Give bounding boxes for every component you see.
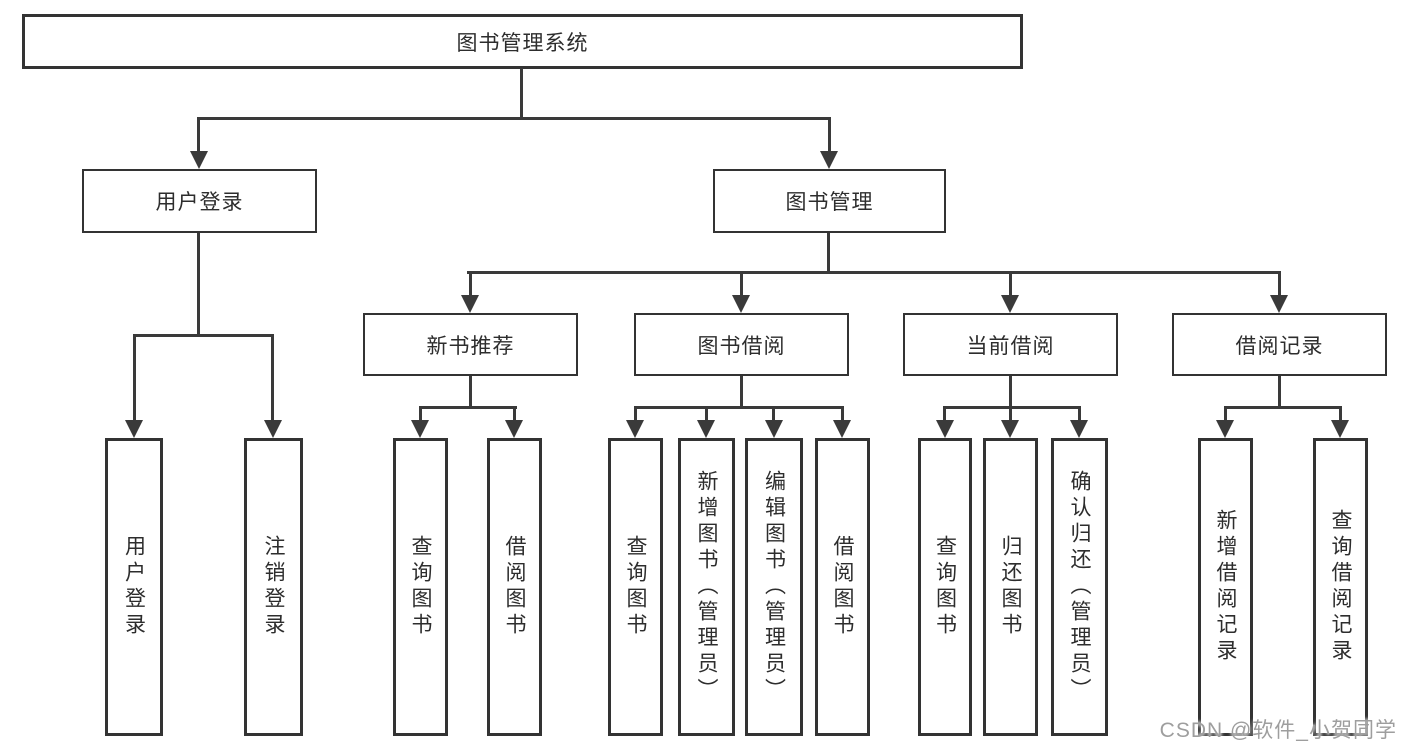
connector-s3-stem: [1009, 376, 1012, 408]
connector-s4-rail: [1224, 406, 1342, 409]
connector-section3-drop: [1009, 271, 1012, 298]
connector-s1-leaf2-drop: [513, 406, 516, 423]
leaf-label: 归还图书: [999, 535, 1022, 639]
arrow-down-icon: [765, 420, 783, 438]
node-label: 图书借阅: [697, 334, 786, 358]
connector-books-drop: [828, 117, 831, 154]
leaf-label: 查询图书: [409, 535, 432, 639]
connector-s3-leaf1-drop: [943, 406, 946, 423]
connector-s2-rail: [634, 406, 844, 409]
leaf-label: 借阅图书: [503, 535, 526, 639]
arrow-down-icon: [732, 295, 750, 313]
arrow-down-icon: [411, 420, 429, 438]
arrow-down-icon: [936, 420, 954, 438]
node-label: 新书推荐: [426, 334, 515, 358]
connector-root-stem: [520, 68, 523, 118]
connector-s4-leaf2-drop: [1339, 406, 1342, 423]
connector-s2-leaf4-drop: [841, 406, 844, 423]
arrow-down-icon: [1070, 420, 1088, 438]
connector-books-stem: [827, 233, 830, 274]
leaf-label: 借阅图书: [831, 535, 854, 639]
arrow-down-icon: [1216, 420, 1234, 438]
leaf-label: 用户登录: [122, 535, 146, 639]
arrow-down-icon: [697, 420, 715, 438]
leaf-label: 注销登录: [262, 535, 285, 639]
node-book-management: 图书管理: [713, 169, 946, 233]
leaf-label: 新增借阅记录: [1214, 509, 1237, 665]
leaf-query-books: 查询图书: [608, 438, 663, 736]
node-book-borrow: 图书借阅: [634, 313, 849, 376]
arrow-down-icon: [820, 151, 838, 169]
connector-s2-leaf3-drop: [772, 406, 775, 423]
connector-login-leaf2-drop: [271, 334, 274, 421]
arrow-down-icon: [833, 420, 851, 438]
connector-s1-rail: [419, 406, 517, 409]
arrow-down-icon: [1001, 295, 1019, 313]
arrow-down-icon: [626, 420, 644, 438]
connector-login-drop: [197, 117, 200, 154]
connector-s4-leaf1-drop: [1224, 406, 1227, 423]
leaf-query-borrow-record: 查询借阅记录: [1313, 438, 1368, 736]
node-label: 当前借阅: [966, 334, 1055, 358]
node-label: 借阅记录: [1235, 334, 1324, 358]
leaf-borrow-books: 借阅图书: [487, 438, 542, 736]
leaf-add-books-admin: 新增图书（管理员）: [678, 438, 735, 736]
connector-section2-drop: [740, 271, 743, 298]
connector-s3-leaf3-drop: [1078, 406, 1081, 423]
leaf-confirm-return-admin: 确认归还（管理员）: [1051, 438, 1108, 736]
connector-root-rail: [197, 117, 831, 120]
connector-login-stem: [197, 233, 200, 336]
connector-login-rail: [133, 334, 274, 337]
connector-s4-stem: [1278, 376, 1281, 408]
arrow-down-icon: [505, 420, 523, 438]
arrow-down-icon: [1270, 295, 1288, 313]
node-borrow-records: 借阅记录: [1172, 313, 1387, 376]
leaf-edit-books-admin: 编辑图书（管理员）: [745, 438, 803, 736]
node-label: 用户登录: [155, 191, 244, 214]
leaf-label: 查询图书: [624, 535, 647, 639]
connector-section4-drop: [1278, 271, 1281, 298]
node-user-login: 用户登录: [82, 169, 317, 233]
connector-s1-stem: [469, 376, 472, 409]
leaf-user-login: 用户登录: [105, 438, 163, 736]
arrow-down-icon: [190, 151, 208, 169]
node-label: 图书管理系统: [456, 31, 589, 55]
node-new-book-recommend: 新书推荐: [363, 313, 578, 376]
node-label: 图书管理: [785, 191, 874, 214]
node-library-management-system: 图书管理系统: [22, 14, 1023, 69]
leaf-add-borrow-record: 新增借阅记录: [1198, 438, 1253, 736]
connector-section1-drop: [469, 271, 472, 298]
csdn-watermark: CSDN @软件_小贺同学: [1159, 719, 1397, 742]
connector-s3-leaf2-drop: [1009, 406, 1012, 423]
arrow-down-icon: [125, 420, 143, 438]
connector-s2-leaf2-drop: [705, 406, 708, 423]
leaf-borrow-books: 借阅图书: [815, 438, 870, 736]
arrow-down-icon: [1001, 420, 1019, 438]
leaf-query-books: 查询图书: [393, 438, 448, 736]
node-current-borrow: 当前借阅: [903, 313, 1118, 376]
leaf-label: 编辑图书（管理员）: [762, 470, 786, 704]
connector-books-rail: [467, 271, 1281, 274]
arrow-down-icon: [1331, 420, 1349, 438]
leaf-label: 查询借阅记录: [1329, 509, 1352, 665]
connector-login-leaf1-drop: [133, 334, 136, 421]
leaf-query-books: 查询图书: [918, 438, 972, 736]
connector-s2-leaf1-drop: [634, 406, 637, 423]
arrow-down-icon: [264, 420, 282, 438]
connector-s1-leaf1-drop: [419, 406, 422, 423]
arrow-down-icon: [461, 295, 479, 313]
leaf-label: 新增图书（管理员）: [695, 470, 718, 704]
leaf-label: 查询图书: [933, 535, 957, 639]
leaf-logout: 注销登录: [244, 438, 303, 736]
leaf-label: 确认归还（管理员）: [1068, 470, 1091, 704]
leaf-return-books: 归还图书: [983, 438, 1038, 736]
connector-s2-stem: [740, 376, 743, 408]
